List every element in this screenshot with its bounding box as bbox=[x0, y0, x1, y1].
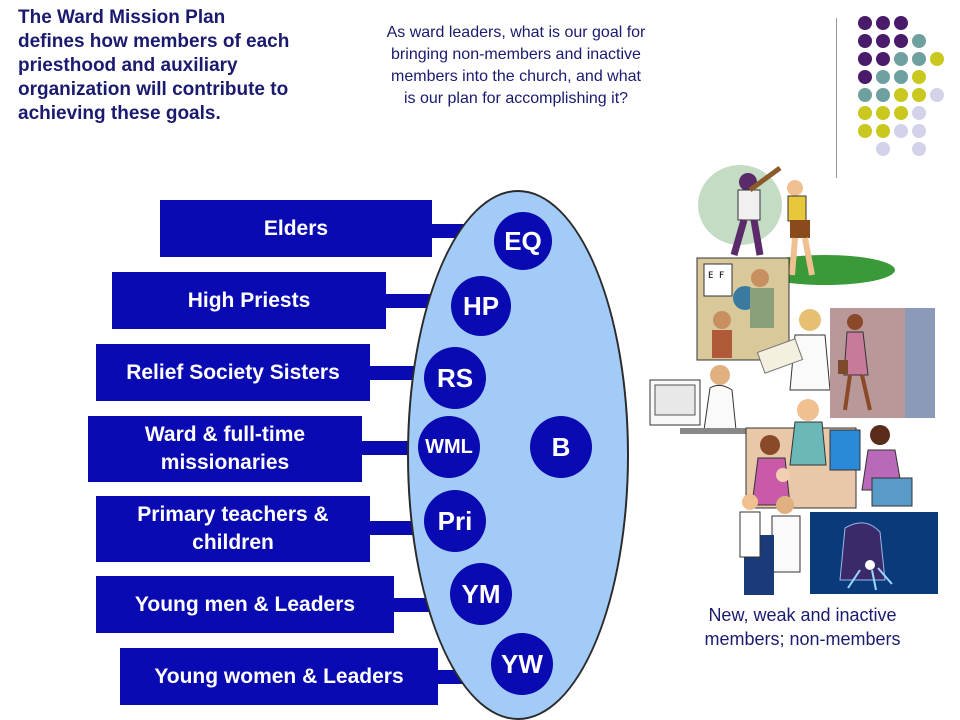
engineer-clipart bbox=[756, 309, 831, 391]
welder-clipart bbox=[810, 512, 938, 594]
dot-lavender bbox=[912, 106, 926, 120]
dot-yellow bbox=[858, 124, 872, 138]
dot-teal bbox=[912, 52, 926, 66]
org-bar-elders: Elders bbox=[160, 200, 432, 257]
dot-teal bbox=[876, 70, 890, 84]
dot-purple bbox=[858, 70, 872, 84]
circle-b: B bbox=[530, 416, 592, 478]
nurse-clipart bbox=[739, 494, 761, 558]
circle-eq: EQ bbox=[494, 212, 552, 270]
svg-text:E F: E F bbox=[708, 271, 724, 281]
circle-wml: WML bbox=[418, 416, 480, 478]
office-worker-clipart bbox=[649, 365, 760, 434]
dot-teal bbox=[894, 52, 908, 66]
dot-yellow bbox=[894, 106, 908, 120]
people-clipart-collage: E F bbox=[649, 165, 938, 595]
circle-pri: Pri bbox=[424, 490, 486, 552]
dot-purple bbox=[894, 34, 908, 48]
dot-lavender bbox=[894, 124, 908, 138]
dot-teal bbox=[894, 70, 908, 84]
intro-text: The Ward Mission Plan defines how member… bbox=[18, 7, 290, 124]
dot-yellow bbox=[876, 124, 890, 138]
dot-lavender bbox=[912, 142, 926, 156]
eye-exam-clipart: E F bbox=[696, 257, 790, 361]
dot-yellow bbox=[876, 106, 890, 120]
dot-yellow bbox=[858, 106, 872, 120]
circle-hp: HP bbox=[451, 276, 511, 336]
dot-yellow bbox=[930, 52, 944, 66]
dot-purple bbox=[858, 34, 872, 48]
decorative-dot-grid bbox=[0, 0, 960, 180]
dot-yellow bbox=[912, 70, 926, 84]
dot-teal bbox=[858, 88, 872, 102]
org-bar-primary: Primary teachers & children bbox=[96, 496, 370, 562]
dot-purple bbox=[876, 34, 890, 48]
dot-teal bbox=[876, 88, 890, 102]
family-clipart bbox=[745, 399, 857, 509]
question-text: As ward leaders, what is our goal for br… bbox=[386, 24, 646, 107]
dot-purple bbox=[894, 16, 908, 30]
dot-purple bbox=[876, 16, 890, 30]
dot-purple bbox=[876, 52, 890, 66]
dot-lavender bbox=[930, 88, 944, 102]
circle-yw: YW bbox=[491, 633, 553, 695]
dot-purple bbox=[858, 52, 872, 66]
dot-lavender bbox=[876, 142, 890, 156]
org-bar-young-women: Young women & Leaders bbox=[120, 648, 438, 705]
sports-clipart bbox=[698, 165, 895, 285]
dot-lavender bbox=[912, 124, 926, 138]
org-bar-missionaries: Ward & full-time missionaries bbox=[88, 416, 362, 482]
dot-teal bbox=[912, 34, 926, 48]
org-bar-relief-society: Relief Society Sisters bbox=[96, 344, 370, 401]
divider-line bbox=[836, 18, 837, 178]
shopper-clipart bbox=[830, 308, 935, 418]
dot-yellow bbox=[894, 88, 908, 102]
caption-text: New, weak and inactive members; non-memb… bbox=[704, 605, 901, 649]
circle-rs: RS bbox=[424, 347, 486, 409]
org-bar-young-men: Young men & Leaders bbox=[96, 576, 394, 633]
computer-user-clipart bbox=[829, 425, 913, 507]
circle-ym: YM bbox=[450, 563, 512, 625]
dot-yellow bbox=[912, 88, 926, 102]
org-bar-high-priests: High Priests bbox=[112, 272, 386, 329]
dot-purple bbox=[858, 16, 872, 30]
